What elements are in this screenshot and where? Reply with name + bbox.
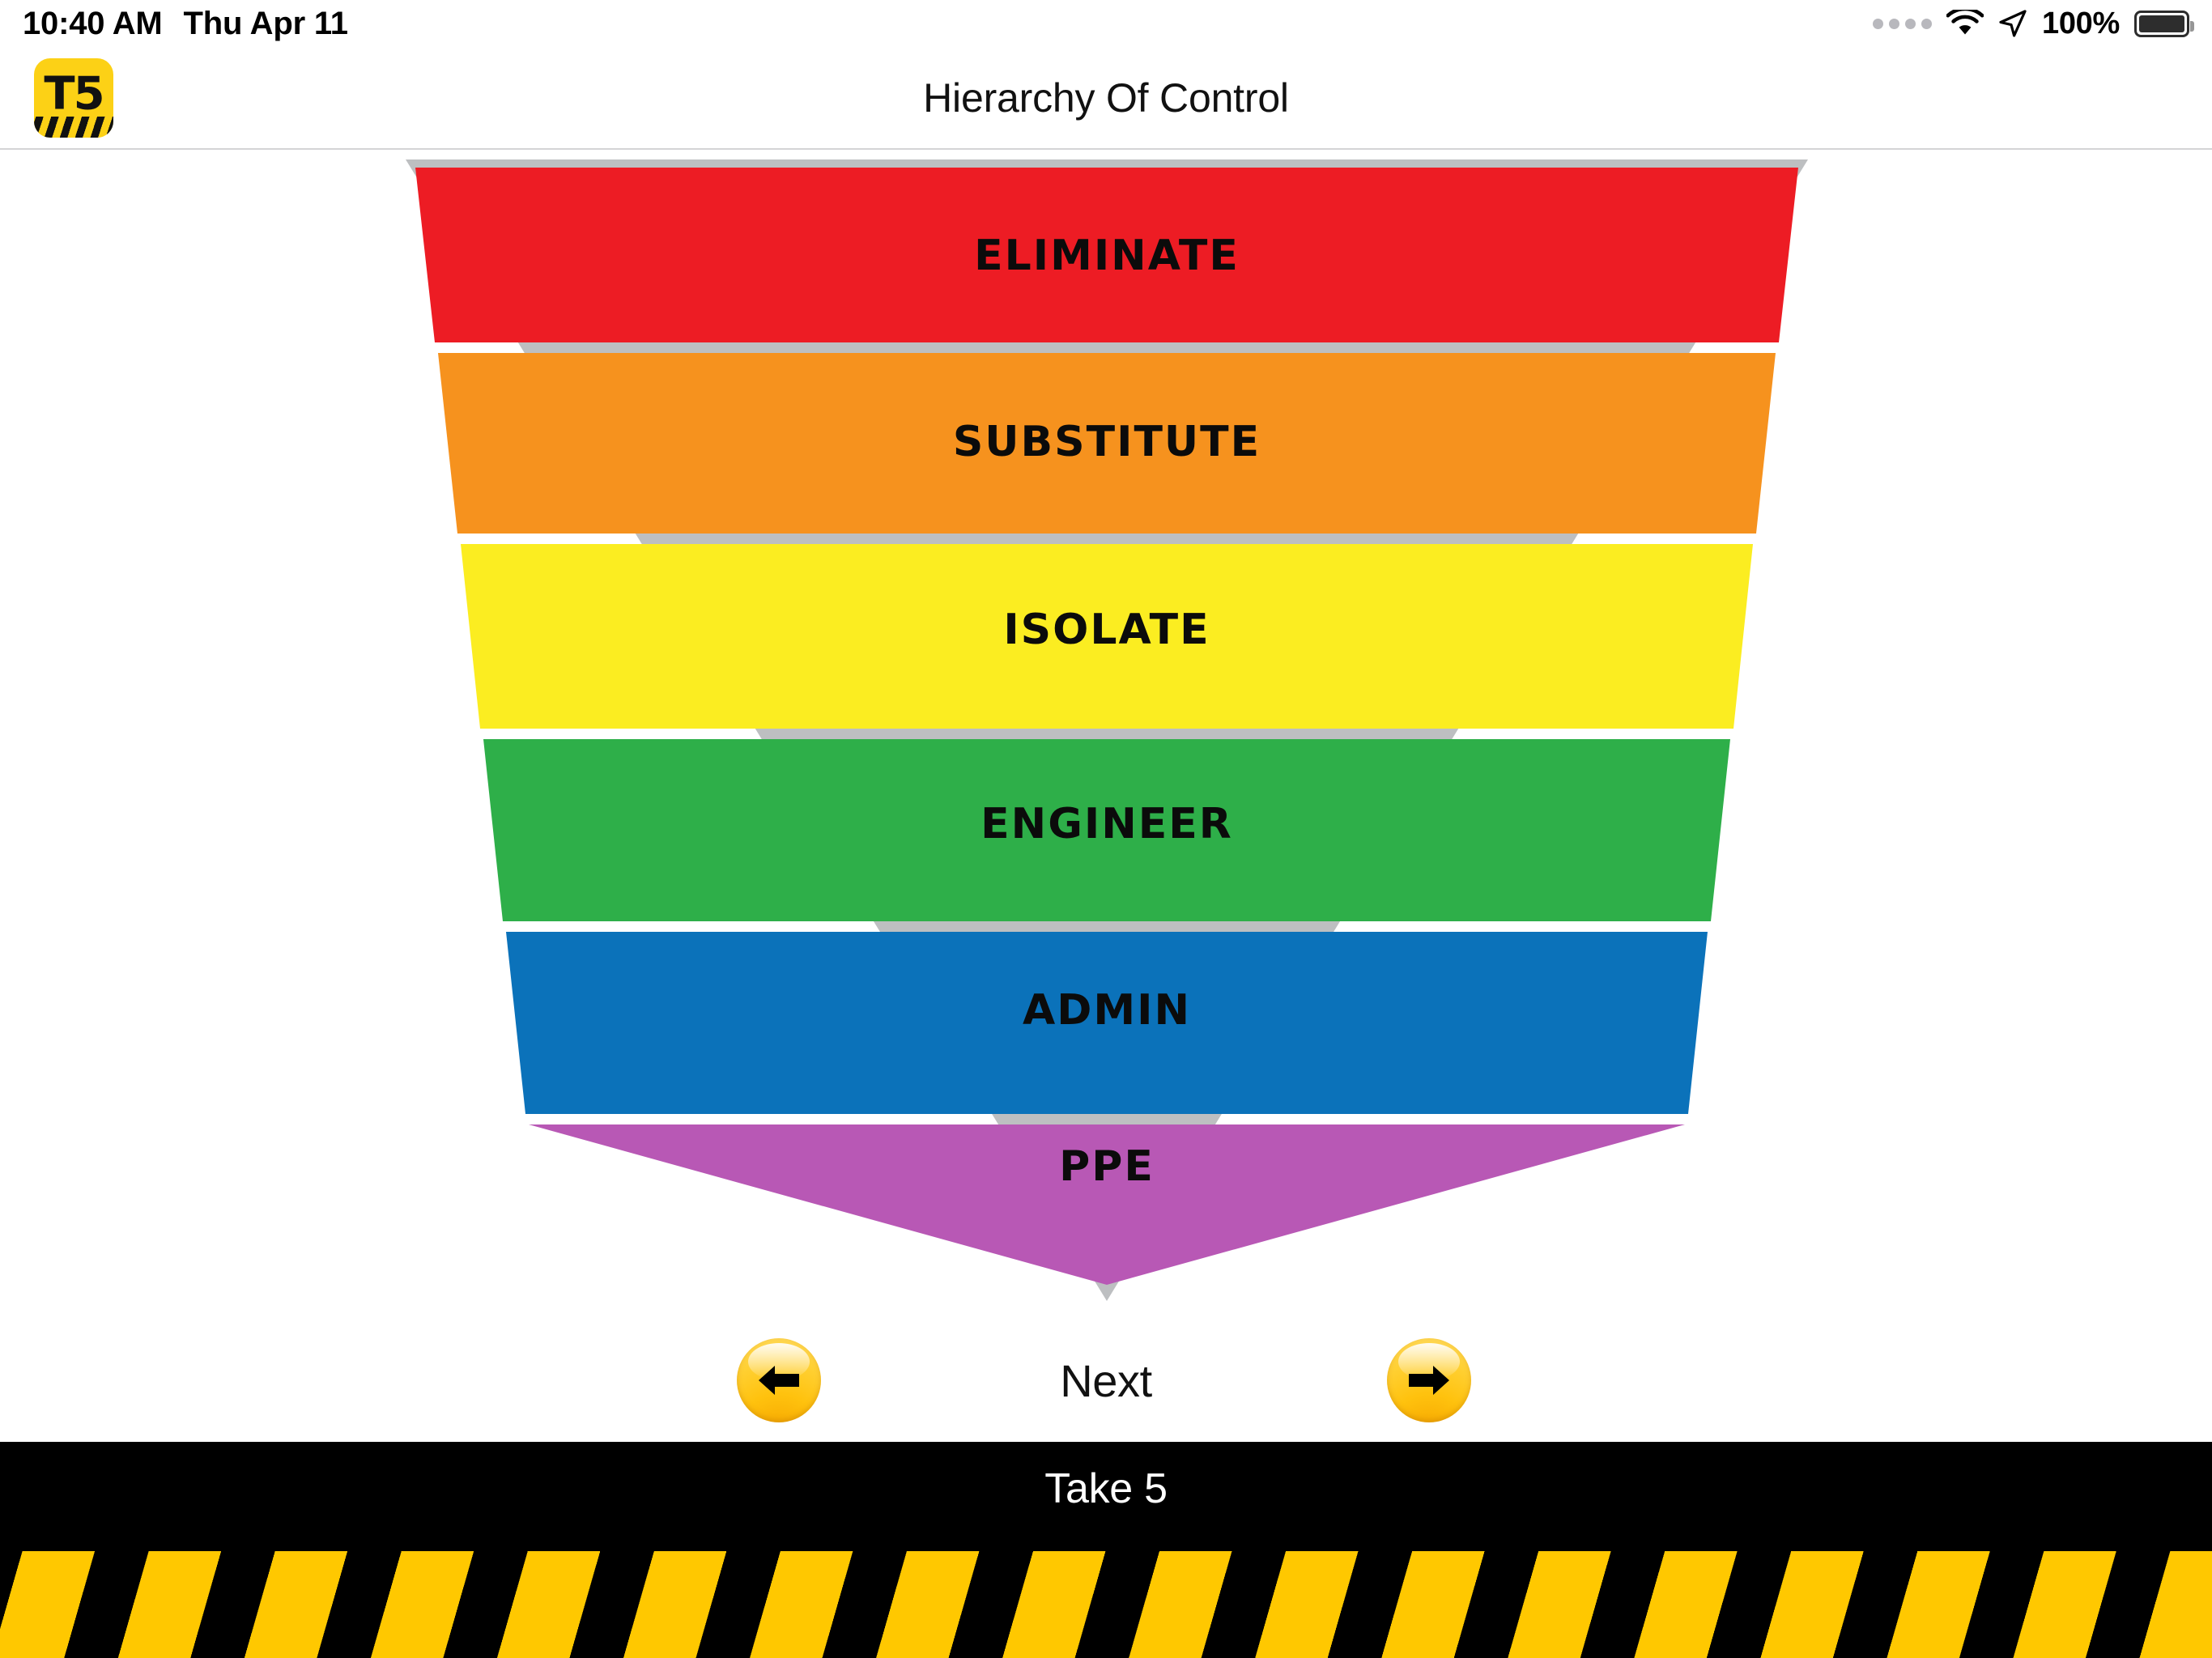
signal-dot [1905,18,1916,29]
forward-button[interactable] [1387,1338,1471,1422]
battery-percent: 100% [2042,6,2120,40]
signal-dots-icon [1873,18,1932,29]
hazard-stripes-icon [34,117,113,138]
footer-title: Take 5 [1044,1465,1168,1512]
funnel-band-label: ENGINEER [981,800,1233,848]
funnel-band-engineer[interactable]: ENGINEER [483,739,1730,921]
funnel-band-shape [506,932,1708,1114]
nav-next-label[interactable]: Next [1060,1354,1152,1406]
funnel-band-label: ISOLATE [1003,606,1210,654]
status-bar-right: 100% [1873,6,2194,41]
app-footer: Take 5 [0,1442,2212,1658]
funnel-band-eliminate[interactable]: ELIMINATE [415,168,1798,342]
back-button[interactable] [737,1338,821,1422]
signal-dot [1889,18,1899,29]
funnel-band-label: ELIMINATE [974,232,1240,280]
app-header: T5 Hierarchy Of Control [0,47,2212,150]
funnel-band-ppe[interactable]: PPE [529,1124,1685,1285]
forward-arrow-icon [1409,1366,1449,1395]
hazard-stripe-band [0,1551,2212,1658]
battery-fill [2139,15,2184,32]
funnel-band-shape [415,168,1798,342]
signal-dot [1921,18,1932,29]
funnel-band-label: SUBSTITUTE [953,418,1261,466]
wifi-icon [1946,6,1984,37]
funnel-svg: ELIMINATE SUBSTITUTE ISOLATE ENGINEER [406,159,1808,1301]
funnel-band-shape [461,544,1753,729]
funnel-band-shape [438,353,1776,534]
hierarchy-of-control-funnel: ELIMINATE SUBSTITUTE ISOLATE ENGINEER [402,155,1811,1304]
funnel-band-admin[interactable]: ADMIN [506,932,1708,1114]
t5-logo-text: T5 [44,67,104,121]
status-date: Thu Apr 11 [183,5,348,41]
signal-dot [1873,18,1883,29]
main-content: ELIMINATE SUBSTITUTE ISOLATE ENGINEER [0,150,2212,1442]
funnel-band-label: ADMIN [1023,986,1191,1035]
t5-logo[interactable]: T5 [34,58,113,138]
page-title: Hierarchy Of Control [923,74,1289,121]
funnel-band-substitute[interactable]: SUBSTITUTE [438,353,1776,534]
funnel-band-label: PPE [1059,1142,1155,1191]
battery-icon [2134,10,2194,37]
funnel-band-isolate[interactable]: ISOLATE [461,544,1753,729]
location-arrow-icon [1998,9,2027,38]
back-arrow-icon [759,1366,799,1395]
funnel-band-shape [529,1124,1685,1285]
status-bar: 10:40 AM Thu Apr 11 [0,0,2212,47]
navigation-row: Next [0,1328,2212,1433]
status-bar-left: 10:40 AM Thu Apr 11 [23,6,348,42]
funnel-band-shape [483,739,1730,921]
status-time: 10:40 AM [23,5,163,41]
